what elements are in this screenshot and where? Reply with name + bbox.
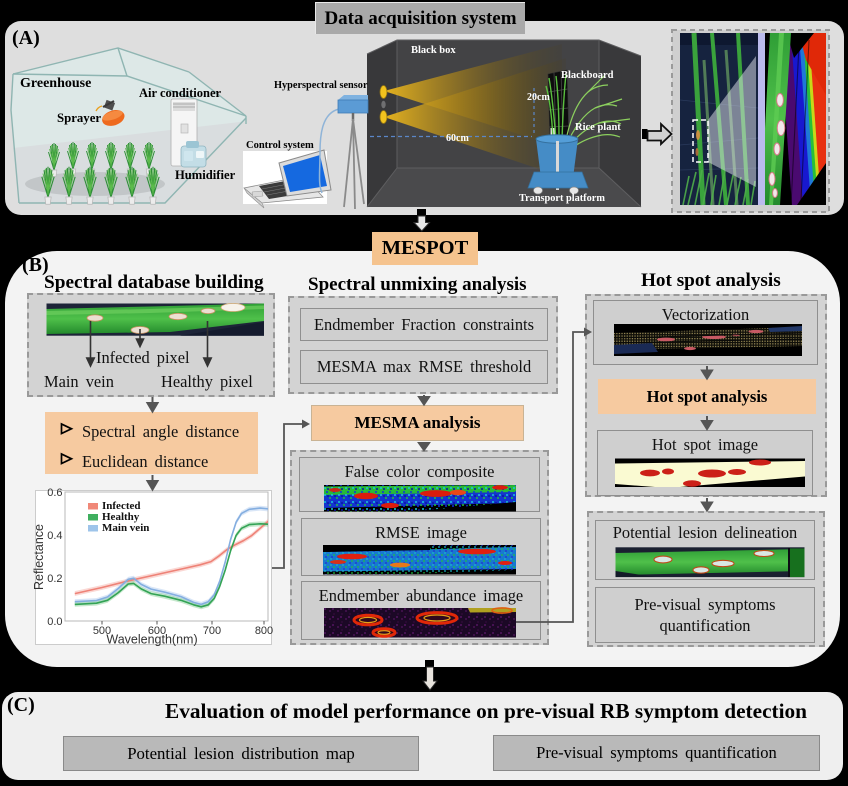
- svg-text:Greenhouse: Greenhouse: [20, 76, 91, 91]
- svg-text:500: 500: [93, 625, 111, 637]
- svg-text:60cm: 60cm: [446, 133, 469, 144]
- svg-text:Reflectance: Reflectance: [32, 524, 46, 590]
- svg-text:Humidifier: Humidifier: [175, 168, 236, 182]
- svg-text:0.4: 0.4: [47, 530, 62, 542]
- svg-text:Wavelength(nm): Wavelength(nm): [106, 633, 197, 647]
- svg-text:Control system: Control system: [246, 140, 314, 151]
- svg-text:Rice plant: Rice plant: [575, 122, 621, 133]
- svg-text:Infected: Infected: [102, 500, 141, 512]
- svg-text:800: 800: [255, 625, 273, 637]
- svg-text:Healthy: Healthy: [102, 511, 140, 523]
- svg-text:Sprayer: Sprayer: [57, 111, 101, 125]
- svg-text:700: 700: [203, 625, 221, 637]
- svg-text:0.0: 0.0: [47, 616, 62, 628]
- svg-text:0.6: 0.6: [47, 487, 62, 499]
- svg-text:0.2: 0.2: [47, 573, 62, 585]
- svg-text:600: 600: [148, 625, 166, 637]
- svg-text:Air conditioner: Air conditioner: [139, 86, 222, 100]
- svg-text:Hyperspectral sensor: Hyperspectral sensor: [274, 80, 368, 91]
- svg-text:Transport platform: Transport platform: [519, 193, 605, 204]
- svg-text:20cm: 20cm: [527, 92, 550, 103]
- svg-text:Main vein: Main vein: [102, 522, 149, 534]
- svg-text:Black box: Black box: [411, 45, 456, 56]
- svg-text:Blackboard: Blackboard: [561, 70, 614, 81]
